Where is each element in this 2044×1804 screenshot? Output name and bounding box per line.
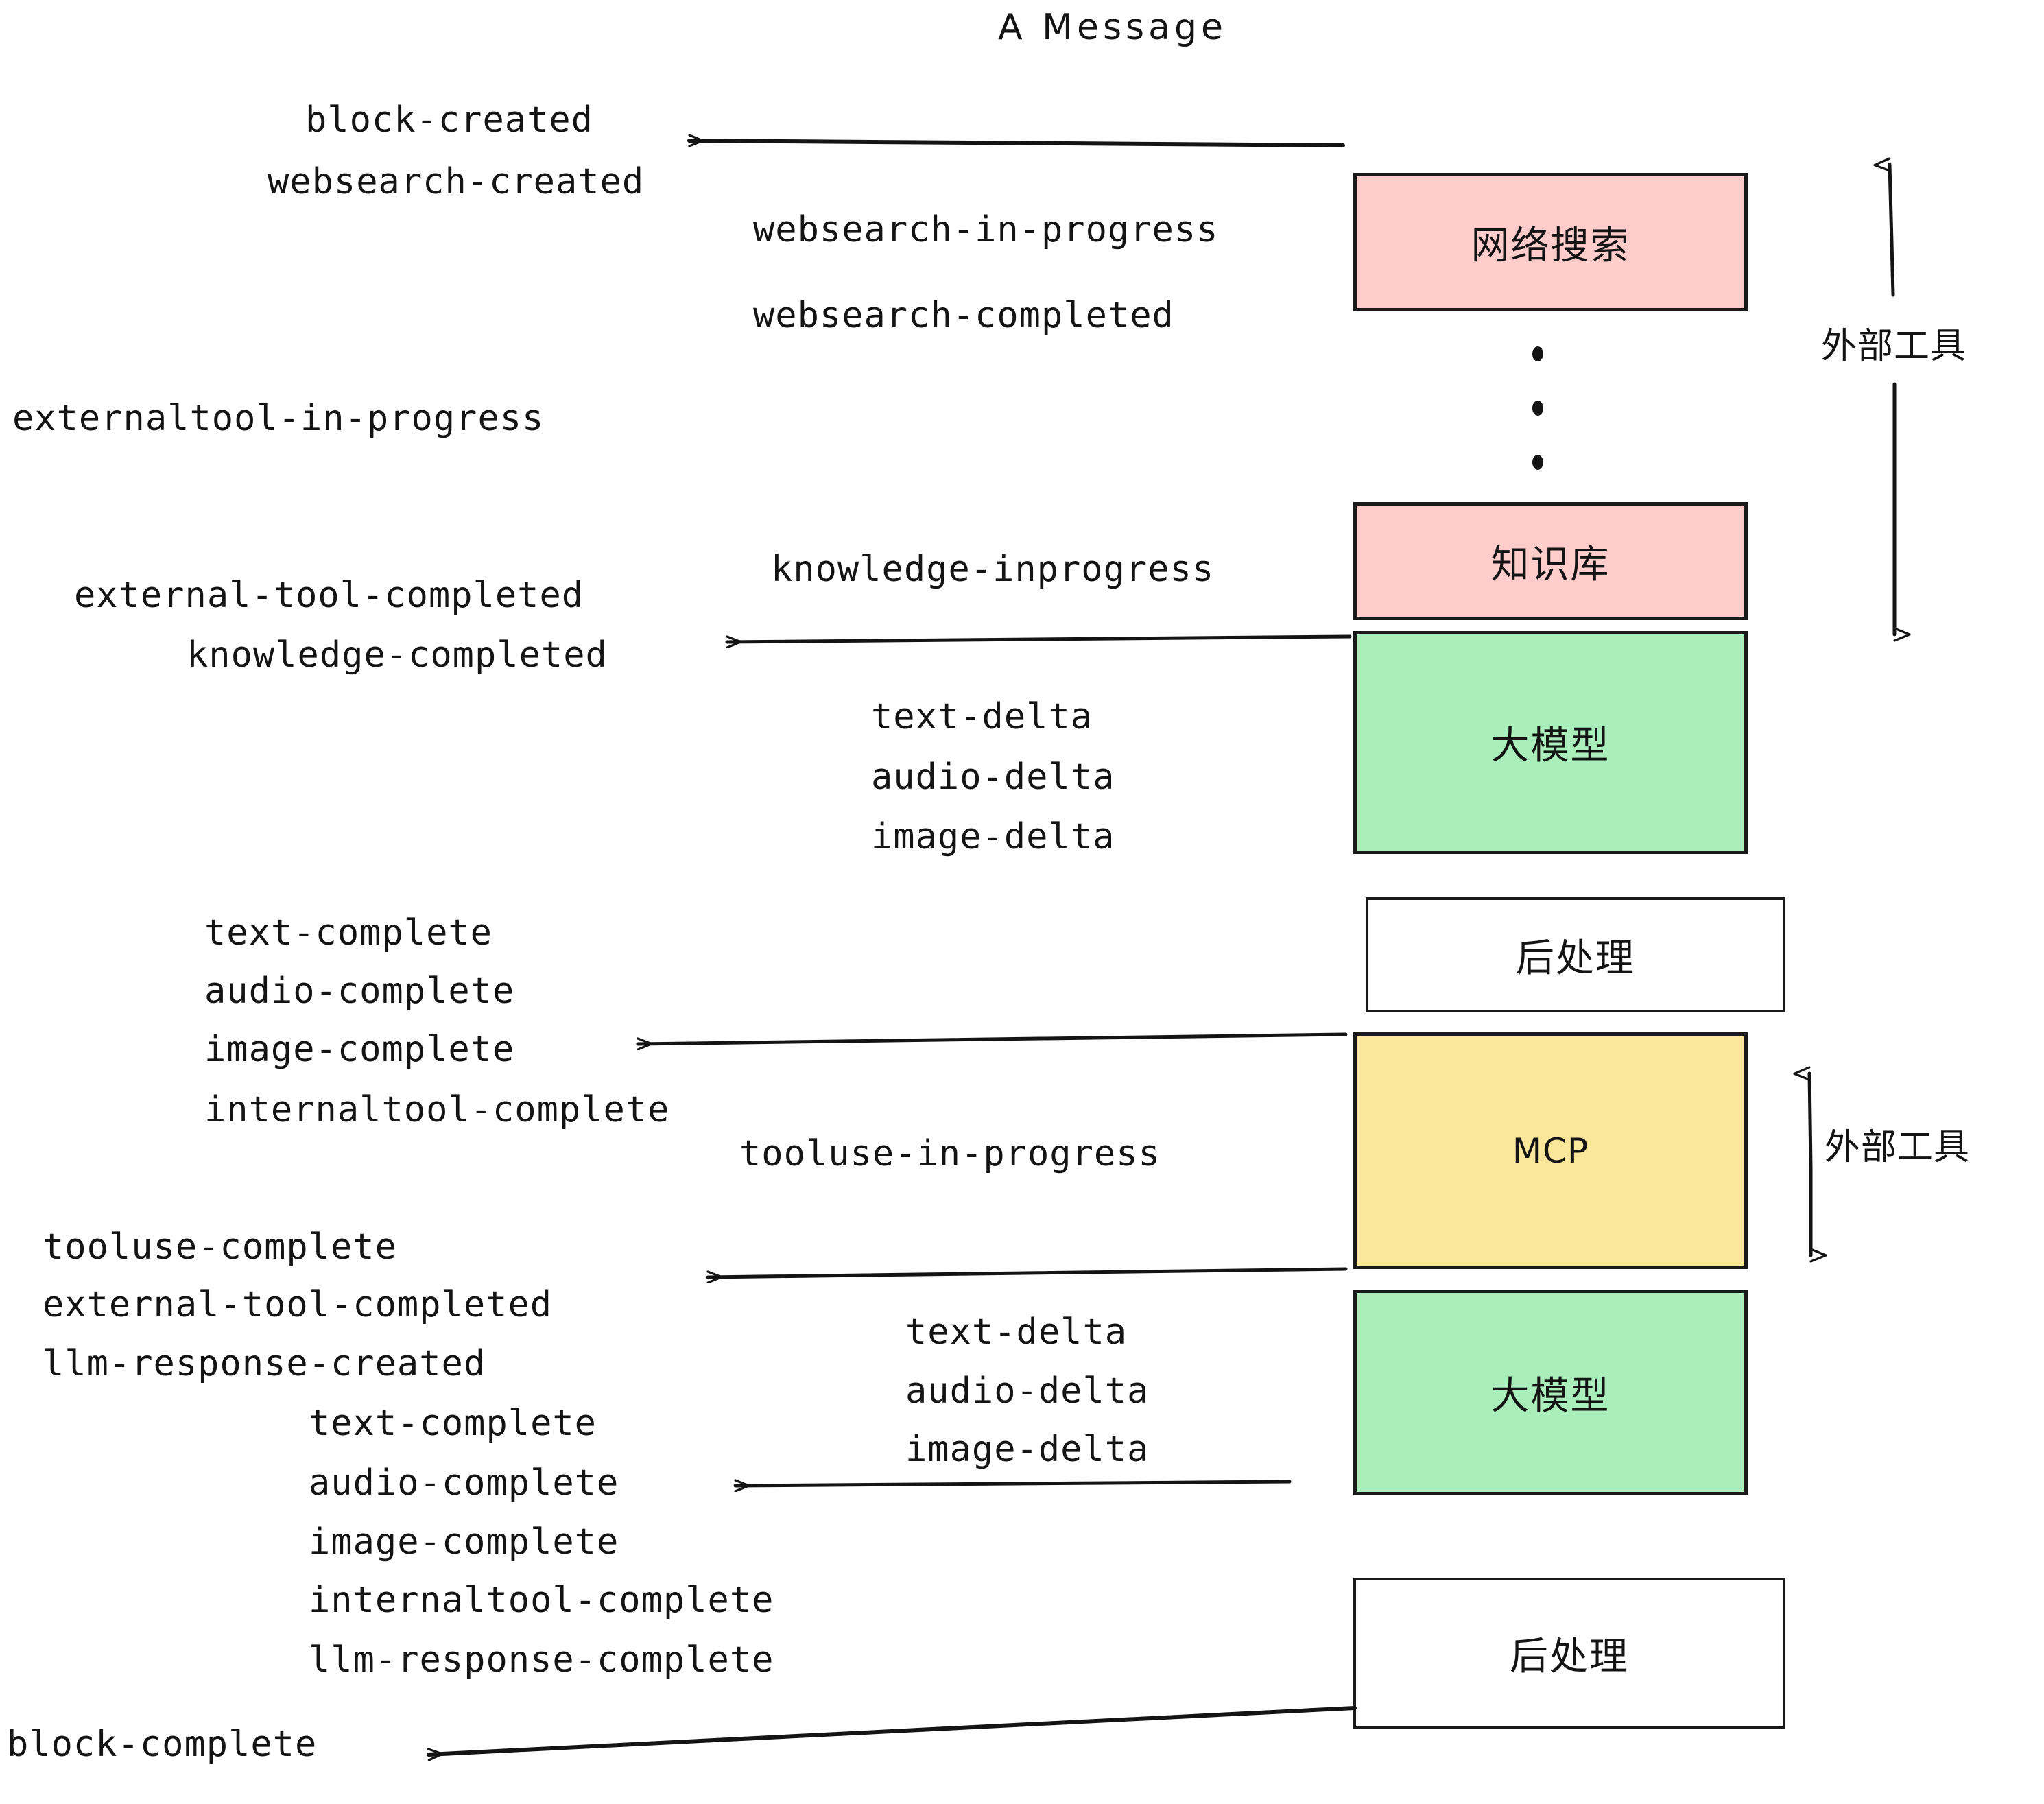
arrow-mcp-to-tooluse-complete	[706, 1267, 1348, 1277]
event-label-audio-complete-1: audio-complete	[204, 971, 515, 1012]
event-label-image-delta-1: image-delta	[871, 816, 1115, 857]
event-label-websearch-created: websearch-created	[268, 161, 645, 202]
event-label-block-created: block-created	[305, 99, 593, 141]
event-label-audio-delta-2: audio-delta	[905, 1370, 1150, 1412]
arrow-websearch-to-created	[687, 141, 1345, 147]
arrow-postprocess-to-block-complete	[427, 1706, 1357, 1755]
page-title: A Message	[998, 7, 1228, 48]
event-label-image-delta-2: image-delta	[905, 1429, 1150, 1470]
arrow-llm-to-audio-complete	[733, 1482, 1292, 1486]
node-llm-second[interactable]: 大模型	[1353, 1290, 1748, 1495]
event-label-audio-delta-1: audio-delta	[871, 757, 1115, 798]
side-label-external-tools-bottom: 外部工具	[1825, 1127, 1971, 1168]
arrow-external-tools-top-up	[1890, 165, 1895, 297]
node-label-mcp: MCP	[1512, 1130, 1589, 1171]
node-label-knowledge: 知识库	[1490, 542, 1611, 587]
node-label-postprocess-first: 后处理	[1516, 936, 1635, 981]
event-label-internaltool-complete-1: internaltool-complete	[204, 1089, 670, 1130]
event-label-block-complete: block-complete	[7, 1724, 318, 1765]
event-label-websearch-completed: websearch-completed	[753, 295, 1174, 336]
event-label-internaltool-complete-2: internaltool-complete	[309, 1580, 774, 1621]
node-postprocess-second[interactable]: 后处理	[1353, 1578, 1785, 1729]
event-label-text-complete-2: text-complete	[309, 1403, 597, 1444]
event-label-llm-response-created: llm-response-created	[43, 1343, 486, 1384]
event-label-image-complete-1: image-complete	[204, 1029, 515, 1070]
event-label-text-delta-1: text-delta	[871, 696, 1093, 737]
arrow-knowledge-to-completed	[725, 634, 1352, 642]
node-label-websearch: 网络搜索	[1471, 223, 1630, 268]
arrow-postprocess-to-image-complete	[636, 1032, 1348, 1044]
event-label-llm-response-complete: llm-response-complete	[309, 1639, 774, 1681]
node-websearch[interactable]: 网络搜索	[1353, 173, 1748, 311]
event-label-knowledge-completed: knowledge-completed	[187, 634, 608, 676]
event-label-audio-complete-2: audio-complete	[309, 1462, 619, 1504]
vertical-ellipsis-icon	[1531, 346, 1545, 470]
side-label-external-tools-top: 外部工具	[1821, 326, 1967, 367]
node-label-llm-first: 大模型	[1490, 724, 1611, 768]
node-knowledge[interactable]: 知识库	[1353, 502, 1748, 620]
event-label-image-complete-2: image-complete	[309, 1521, 619, 1563]
event-label-external-tool-completed-2: external-tool-completed	[43, 1284, 553, 1325]
event-label-knowledge-inprogress: knowledge-inprogress	[771, 549, 1215, 590]
event-label-tooluse-complete: tooluse-complete	[43, 1226, 397, 1268]
node-postprocess-first[interactable]: 后处理	[1366, 897, 1785, 1012]
event-label-text-delta-2: text-delta	[905, 1312, 1128, 1353]
event-label-tooluse-in-progress: tooluse-in-progress	[739, 1133, 1161, 1174]
node-label-postprocess-second: 后处理	[1510, 1634, 1629, 1679]
node-label-llm-second: 大模型	[1490, 1373, 1611, 1419]
event-label-externaltool-in-progress: externaltool-in-progress	[12, 398, 545, 439]
event-label-external-tool-completed-1: external-tool-completed	[74, 575, 584, 616]
event-label-text-complete-1: text-complete	[204, 912, 492, 953]
node-llm-first[interactable]: 大模型	[1353, 631, 1748, 854]
arrow-external-tools-bottom-up	[1809, 1073, 1813, 1168]
node-mcp[interactable]: MCP	[1353, 1032, 1748, 1269]
event-label-websearch-in-progress: websearch-in-progress	[753, 209, 1219, 250]
